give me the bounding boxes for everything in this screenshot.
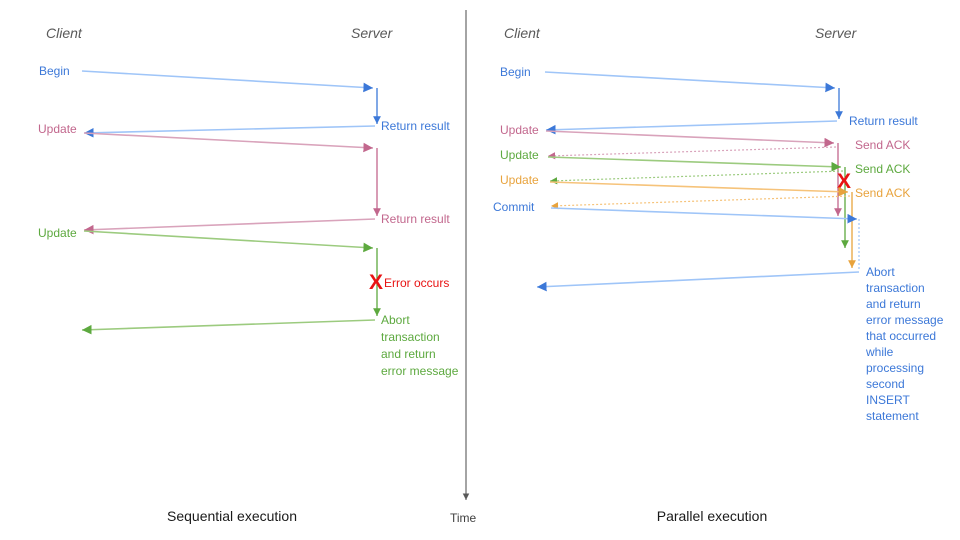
time-axis-label: Time [450,511,477,525]
parallel-caption: Parallel execution [657,508,768,524]
parallel-arrow-begin-request [544,71,836,93]
sequential-arrow-begin-request [81,70,374,93]
sequential-caption: Sequential execution [167,508,297,524]
sequential-label-error-occurs: Error occurs [384,276,449,290]
sequential-arrow-return-result-2 [83,218,376,235]
sequential-arrow-update-1-request [83,132,374,153]
parallel-arrow-send-ack-1 [547,146,837,160]
sequential-label-return-result-1: Return result [381,119,450,133]
parallel-label-send-ack-1: Send ACK [855,138,910,152]
parallel-server-header: Server [815,25,858,41]
parallel-label-update-1: Update [500,123,539,137]
sequential-arrow-abort [81,319,376,335]
parallel-label-commit: Commit [493,200,535,214]
sequential-arrow-update-2-request [83,230,374,253]
parallel-label-begin: Begin [500,65,531,79]
parallel-error-x-icon: X [837,170,851,193]
parallel-arrow-abort [536,271,860,292]
parallel-arrow-return-result [545,120,838,135]
parallel-arrow-update-2-request [547,156,842,172]
sequential-label-return-result-2: Return result [381,212,450,226]
parallel-arrow-update-1-request [545,130,835,148]
panel-parallel: Client Server Begin Return result Update… [493,25,960,524]
sequential-label-update-2: Update [38,226,77,240]
parallel-client-header: Client [504,25,541,41]
parallel-label-return-result: Return result [849,114,918,128]
sequential-error-x-icon: X [369,271,383,294]
sequential-label-abort: Abort transaction and return error messa… [381,313,482,378]
parallel-arrow-send-ack-3 [550,195,851,210]
parallel-arrow-commit-request [550,207,858,224]
panel-sequential: Client Server Begin Return result Update… [38,25,482,524]
sequential-label-update-1: Update [38,122,77,136]
sequential-label-begin: Begin [39,64,70,78]
parallel-label-send-ack-3: Send ACK [855,186,910,200]
time-axis: Time [450,10,477,525]
parallel-label-update-3: Update [500,173,539,187]
sequential-server-header: Server [351,25,394,41]
parallel-arrow-send-ack-2 [549,170,844,185]
parallel-label-abort: Abort transaction and return error messa… [865,265,960,423]
sequential-arrow-return-result-1 [83,125,376,138]
parallel-label-send-ack-2: Send ACK [855,162,910,176]
sequential-client-header: Client [46,25,83,41]
parallel-label-update-2: Update [500,148,539,162]
parallel-arrow-update-3-request [549,181,849,197]
